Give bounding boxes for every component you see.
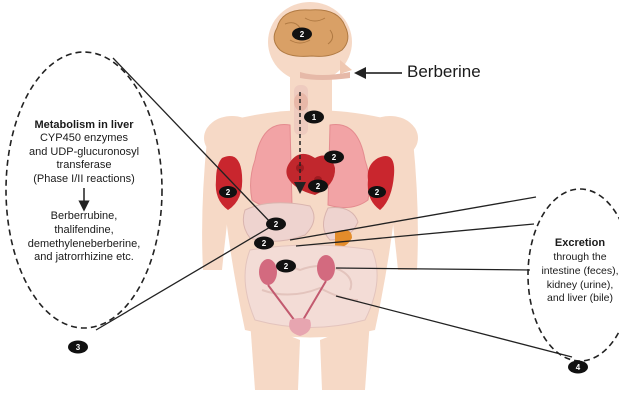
liver-line-3: transferase <box>8 159 160 173</box>
badge-liver-box-label: 3 <box>76 343 81 352</box>
badge-arm-left-label: 2 <box>226 188 231 197</box>
badge-stomach: 2 <box>254 237 274 250</box>
badge-brain-label: 2 <box>300 30 305 39</box>
excretion-description: through the intestine (feces), kidney (u… <box>528 251 619 306</box>
badge-liver-box: 3 <box>68 341 88 354</box>
badge-heart: 2 <box>308 180 328 193</box>
badge-arm-left: 2 <box>219 186 237 198</box>
badge-entry: 1 <box>304 111 324 124</box>
badge-lung: 2 <box>324 151 344 164</box>
esophagus <box>294 85 308 135</box>
liver-line-1: CYP450 enzymes <box>8 132 160 146</box>
intestines <box>245 245 377 328</box>
metabolite-item: and jatrorrhizine etc. <box>8 251 160 265</box>
metabolite-list: Berberrubine, thalifendine, demethyleneb… <box>8 210 160 265</box>
badge-arm-right-label: 2 <box>375 188 380 197</box>
berberine-label: Berberine <box>407 62 481 82</box>
badge-arm-right: 2 <box>368 186 386 198</box>
badge-stomach-label: 2 <box>262 239 267 248</box>
excretion-line-3: kidney (urine), <box>528 279 619 293</box>
badge-entry-label: 1 <box>312 113 317 122</box>
liver-line-2: and UDP-glucuronosyl <box>8 146 160 160</box>
liver-line-4: (Phase I/II reactions) <box>8 173 160 187</box>
excretion-line-2: intestine (feces), <box>528 265 619 279</box>
metabolite-item: Berberrubine, <box>8 210 160 224</box>
badge-kidney: 2 <box>276 260 296 273</box>
badge-liver: 2 <box>266 218 286 231</box>
excretion-title: Excretion <box>528 237 619 249</box>
badge-excretion-box-label: 4 <box>576 363 581 372</box>
excretion-line-1: through the <box>528 251 619 265</box>
badge-brain: 2 <box>292 28 312 41</box>
badge-excretion-box: 4 <box>568 361 588 374</box>
metabolite-item: demethyleneberberine, <box>8 238 160 252</box>
badge-lung-label: 2 <box>332 153 337 162</box>
excretion-line-4: and liver (bile) <box>528 292 619 306</box>
badge-liver-label: 2 <box>274 220 279 229</box>
badge-kidney-label: 2 <box>284 262 289 271</box>
liver-metabolism-description: CYP450 enzymes and UDP-glucuronosyl tran… <box>8 132 160 186</box>
badge-heart-label: 2 <box>316 182 321 191</box>
metabolite-item: thalifendine, <box>8 224 160 238</box>
liver-metabolism-title: Metabolism in liver <box>8 119 160 131</box>
